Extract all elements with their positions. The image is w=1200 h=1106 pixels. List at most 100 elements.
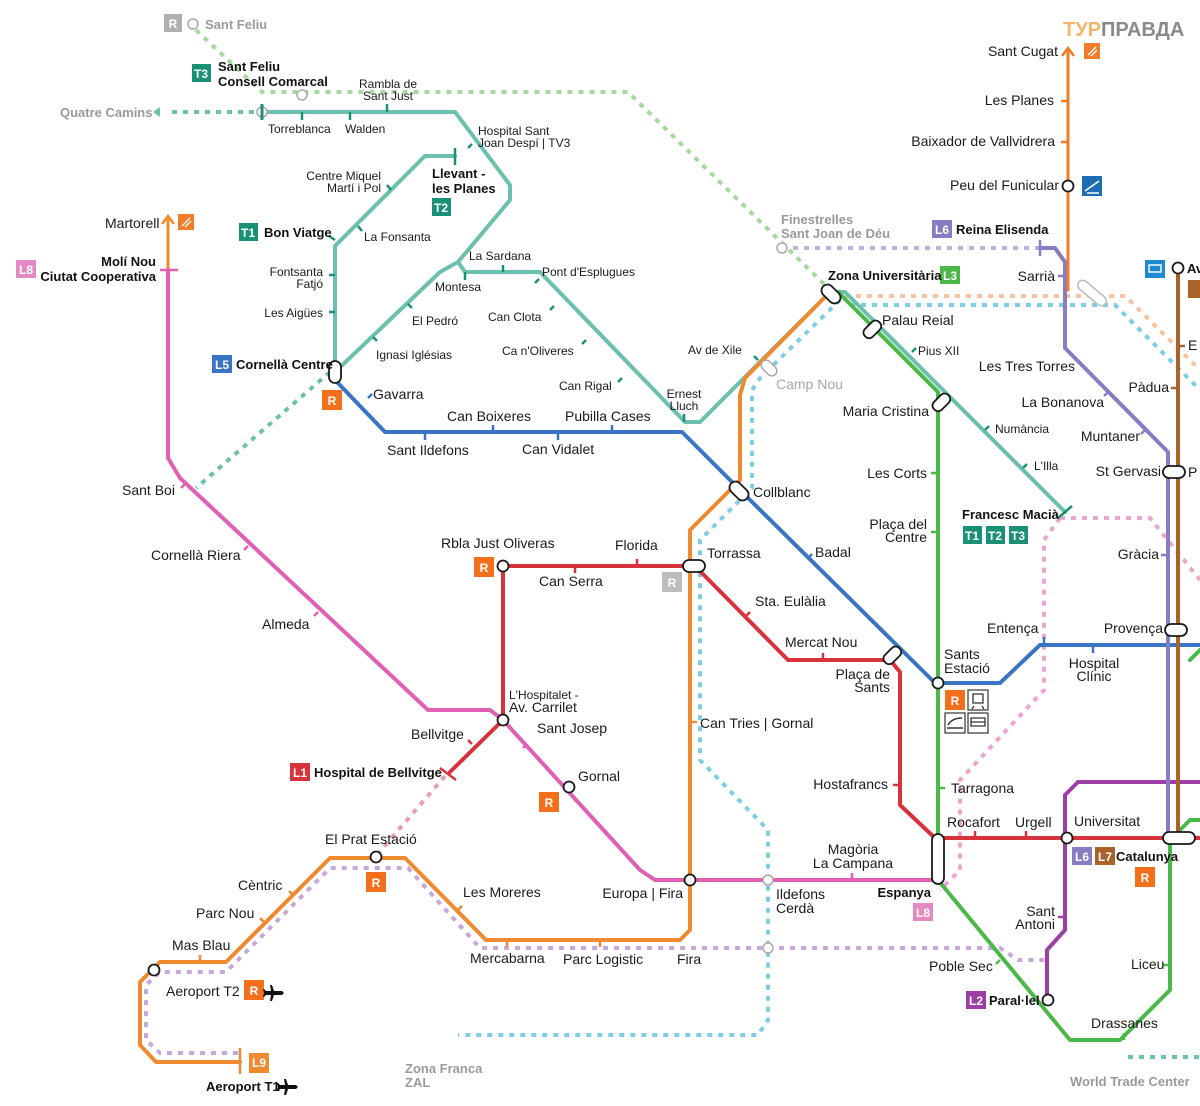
station-label[interactable]: Catalunya bbox=[1116, 849, 1179, 864]
station-label[interactable]: Hospital bbox=[1069, 655, 1120, 671]
station-label[interactable]: Centre bbox=[885, 529, 927, 545]
station-label[interactable]: Sant Ildefons bbox=[387, 442, 469, 458]
station-label[interactable]: Florida bbox=[615, 537, 658, 553]
station-label[interactable]: Gavarra bbox=[373, 386, 424, 402]
station-label[interactable]: Montesa bbox=[435, 280, 481, 294]
station-label[interactable]: Badal bbox=[815, 544, 851, 560]
station-label[interactable]: Av. Carrilet bbox=[509, 699, 577, 715]
station-label[interactable]: Aeroport T1 bbox=[206, 1079, 280, 1094]
station-label[interactable]: les Planes bbox=[432, 181, 496, 196]
station-label[interactable]: Pius XII bbox=[918, 344, 959, 358]
station-label[interactable]: La Sardana bbox=[469, 249, 531, 263]
station-label[interactable]: Les Corts bbox=[867, 465, 927, 481]
station-label[interactable]: Mas Blau bbox=[172, 937, 230, 953]
station-label[interactable]: Sants bbox=[944, 646, 980, 662]
station-label[interactable]: Pont d'Esplugues bbox=[542, 265, 635, 279]
station-label[interactable]: Rbla Just Oliveras bbox=[441, 535, 555, 551]
station-label[interactable]: Reina Elisenda bbox=[956, 222, 1049, 237]
station-label[interactable]: Quatre Camins bbox=[60, 105, 152, 120]
station-label[interactable]: Cornellà Centre bbox=[236, 357, 333, 372]
station-label[interactable]: Sant bbox=[1026, 903, 1055, 919]
station-label[interactable]: Les Tres Torres bbox=[979, 358, 1075, 374]
station-label[interactable]: Centre Miquel bbox=[306, 169, 381, 183]
station-label[interactable]: La Campana bbox=[813, 855, 893, 871]
station-label[interactable]: Francesc Macià bbox=[962, 507, 1060, 522]
station-label[interactable]: Pàdua bbox=[1129, 379, 1170, 395]
station-label[interactable]: Torrassa bbox=[707, 545, 761, 561]
station-label[interactable]: Zona Franca bbox=[405, 1061, 483, 1076]
station-label[interactable]: Can Vidalet bbox=[522, 441, 594, 457]
station-label[interactable]: Baixador de Vallvidrera bbox=[911, 133, 1055, 149]
station-label[interactable]: Bellvitge bbox=[411, 726, 464, 742]
station-label[interactable]: World Trade Center bbox=[1070, 1074, 1190, 1089]
station-label[interactable]: Hostafrancs bbox=[813, 776, 888, 792]
station-label[interactable]: Torreblanca bbox=[268, 122, 331, 136]
station-label[interactable]: Molí Nou bbox=[101, 254, 156, 269]
station-label[interactable]: Aeroport T2 bbox=[166, 983, 240, 999]
station-label[interactable]: Llevant - bbox=[432, 166, 485, 181]
station-label[interactable]: Fatjó bbox=[296, 277, 323, 291]
station-label[interactable]: Sant Just bbox=[363, 89, 414, 103]
station-label[interactable]: Universitat bbox=[1074, 813, 1140, 829]
station-label[interactable]: Lluch bbox=[670, 399, 699, 413]
station-label[interactable]: Pubilla Cases bbox=[565, 408, 651, 424]
station-label[interactable]: Sant Joan de Déu bbox=[781, 226, 890, 241]
station-label[interactable]: Gornal bbox=[578, 768, 620, 784]
station-label[interactable]: Sant Feliu bbox=[205, 17, 267, 32]
station-label[interactable]: Parc Nou bbox=[196, 905, 254, 921]
station-label[interactable]: Plaça del bbox=[869, 516, 927, 532]
station-label[interactable]: Camp Nou bbox=[776, 376, 843, 392]
station-label[interactable]: Hospital de Bellvitge bbox=[314, 765, 442, 780]
station-label[interactable]: Les Planes bbox=[985, 92, 1054, 108]
station-label[interactable]: Maria Cristina bbox=[843, 403, 930, 419]
station-label[interactable]: Joan Despí | TV3 bbox=[478, 136, 571, 150]
station-label[interactable]: El Prat Estació bbox=[325, 831, 417, 847]
station-label[interactable]: Av bbox=[1187, 261, 1200, 276]
station-label[interactable]: Provença bbox=[1104, 620, 1163, 636]
station-label[interactable]: Magòria bbox=[828, 841, 879, 857]
station-label[interactable]: Clínic bbox=[1076, 668, 1111, 684]
station-label[interactable]: Espanya bbox=[878, 885, 932, 900]
station-label[interactable]: Collblanc bbox=[753, 484, 811, 500]
station-label[interactable]: Fira bbox=[677, 951, 701, 967]
station-label[interactable]: Martorell bbox=[105, 215, 159, 231]
station-label[interactable]: Tarragona bbox=[951, 780, 1014, 796]
station-label[interactable]: El Pedró bbox=[412, 314, 458, 328]
station-label[interactable]: Bon Viatge bbox=[264, 225, 332, 240]
station-label[interactable]: Cèntric bbox=[238, 877, 282, 893]
station-label[interactable]: Consell Comarcal bbox=[218, 74, 328, 89]
station-label[interactable]: Ca n'Oliveres bbox=[502, 344, 574, 358]
station-label[interactable]: Entença bbox=[987, 620, 1039, 636]
station-label[interactable]: Les Moreres bbox=[463, 884, 541, 900]
station-label[interactable]: Can Tries | Gornal bbox=[700, 715, 813, 731]
station-label[interactable]: Hospital Sant bbox=[478, 124, 550, 138]
station-label[interactable]: Mercabarna bbox=[470, 950, 545, 966]
station-label[interactable]: Finestrelles bbox=[781, 212, 853, 227]
station-label[interactable]: Plaça de bbox=[836, 666, 891, 682]
station-label[interactable]: Almeda bbox=[262, 616, 310, 632]
station-label[interactable]: Walden bbox=[345, 122, 385, 136]
station-label[interactable]: Sta. Eulàlia bbox=[755, 593, 826, 609]
station-label[interactable]: Zona Universitària bbox=[828, 268, 942, 283]
station-label[interactable]: Sarrià bbox=[1018, 268, 1056, 284]
station-label[interactable]: Av de Xile bbox=[688, 343, 742, 357]
station-label[interactable]: Palau Reial bbox=[882, 312, 954, 328]
station-label[interactable]: E bbox=[1188, 337, 1197, 353]
station-label[interactable]: Urgell bbox=[1015, 814, 1052, 830]
station-label[interactable]: ZAL bbox=[405, 1075, 430, 1090]
station-label[interactable]: Numància bbox=[995, 422, 1049, 436]
station-label[interactable]: Sant Boi bbox=[122, 482, 175, 498]
station-label[interactable]: Can Rigal bbox=[559, 379, 612, 393]
station-label[interactable]: Can Serra bbox=[539, 573, 603, 589]
station-label[interactable]: La Fonsanta bbox=[364, 230, 431, 244]
station-label[interactable]: Europa | Fira bbox=[602, 885, 683, 901]
station-label[interactable]: La Bonanova bbox=[1021, 394, 1104, 410]
station-label[interactable]: Cerdà bbox=[776, 900, 814, 916]
station-label[interactable]: Peu del Funicular bbox=[950, 177, 1059, 193]
station-label[interactable]: Rambla de bbox=[359, 77, 417, 91]
station-label[interactable]: Les Aigües bbox=[264, 306, 323, 320]
station-label[interactable]: Sant Feliu bbox=[218, 59, 280, 74]
station-label[interactable]: Martí i Pol bbox=[327, 181, 381, 195]
station-label[interactable]: St Gervasi bbox=[1096, 463, 1161, 479]
station-label[interactable]: P bbox=[1188, 464, 1197, 480]
